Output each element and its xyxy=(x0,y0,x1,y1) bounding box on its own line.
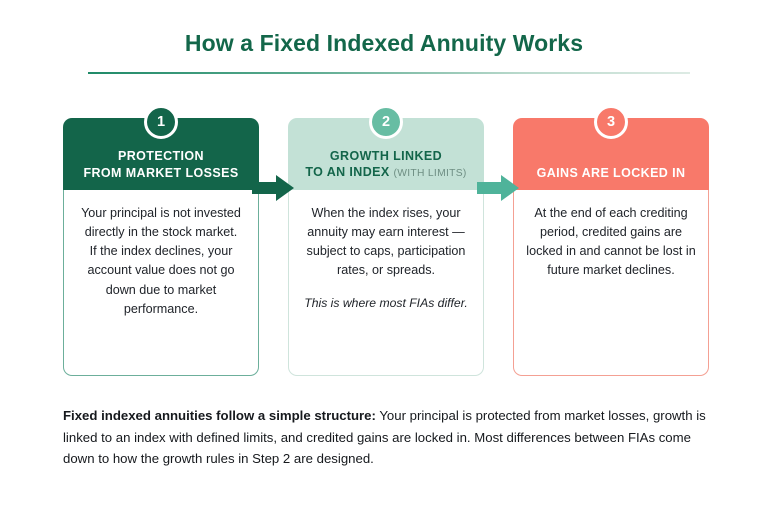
step-card-1-body: Your principal is not invested directly … xyxy=(63,190,259,376)
step-badge-2: 2 xyxy=(369,105,403,139)
title-divider-rule xyxy=(88,72,690,74)
step-card-2-title-qualifier: (WITH LIMITS) xyxy=(393,168,467,180)
step-card-3-body: At the end of each crediting period, cre… xyxy=(513,190,709,376)
step-card-2-title-line2: TO AN INDEX (WITH LIMITS) xyxy=(305,164,466,181)
summary-paragraph: Fixed indexed annuities follow a simple … xyxy=(63,405,709,470)
step-badge-3: 3 xyxy=(594,105,628,139)
summary-rest: Your principal is protected from market … xyxy=(63,408,706,467)
arrow-right-icon-step-2-to-3 xyxy=(477,175,519,201)
step-card-2-title-line1: GROWTH LINKED xyxy=(329,148,443,163)
step-card-3-paragraph-1: At the end of each crediting period, cre… xyxy=(526,206,696,278)
summary-lead: Fixed indexed annuities follow a simple … xyxy=(63,408,376,423)
step-card-2-body: When the index rises, your annuity may e… xyxy=(288,190,484,376)
page-title: How a Fixed Indexed Annuity Works xyxy=(184,30,584,56)
step-card-2: 2 GROWTH LINKED TO AN INDEX (WITH LIMITS… xyxy=(288,105,484,376)
page-title-container: How a Fixed Indexed Annuity Works xyxy=(0,30,768,58)
step-card-2-title-line2-main: TO AN INDEX xyxy=(305,165,390,180)
steps-container: 1 PROTECTION FROM MARKET LOSSES Your pri… xyxy=(63,105,709,376)
arrow-right-icon-step-1-to-2 xyxy=(252,175,294,201)
step-card-1-paragraph-1: Your principal is not invested directly … xyxy=(81,206,241,240)
step-card-1-paragraph-2: If the index declines, your account valu… xyxy=(87,244,235,316)
step-card-1-title-line2: FROM MARKET LOSSES xyxy=(83,165,239,180)
step-card-2-note: This is where most FIAs differ. xyxy=(304,295,468,310)
step-card-2-header: GROWTH LINKED TO AN INDEX (WITH LIMITS) xyxy=(288,118,484,190)
step-card-1-title-line1: PROTECTION xyxy=(118,149,204,163)
step-card-1: 1 PROTECTION FROM MARKET LOSSES Your pri… xyxy=(63,105,259,376)
step-card-3: 3 GAINS ARE LOCKED IN At the end of each… xyxy=(513,105,709,376)
step-badge-1: 1 xyxy=(144,105,178,139)
step-card-2-paragraph-1: When the index rises, your annuity may e… xyxy=(306,206,466,278)
step-card-3-header: GAINS ARE LOCKED IN xyxy=(513,118,709,190)
step-card-3-title-line1: GAINS ARE LOCKED IN xyxy=(536,165,686,180)
